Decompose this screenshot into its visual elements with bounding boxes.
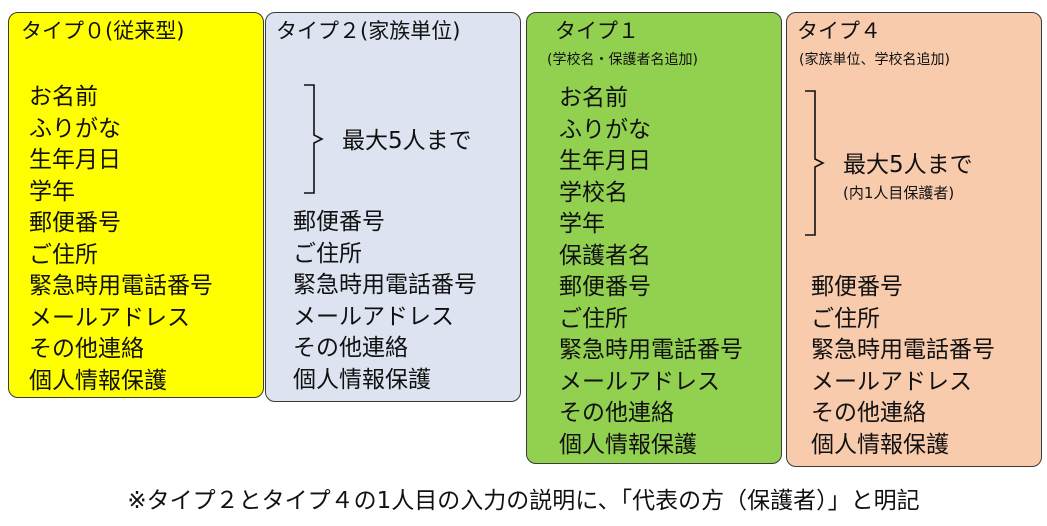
list-item: 緊急時用電話番号 bbox=[559, 337, 743, 363]
list-item: 緊急時用電話番号 bbox=[293, 272, 477, 298]
type4-brace-sub: (内1人目保護者) bbox=[843, 184, 955, 202]
type4-panel: タイプ４ (家族単位、学校名追加) 最大5人まで (内1人目保護者) 郵便番号 … bbox=[786, 12, 1042, 467]
brace-icon bbox=[805, 90, 825, 236]
list-item: お名前 bbox=[559, 85, 628, 111]
type4-title: タイプ４ bbox=[797, 19, 881, 43]
type2-brace-label: 最大5人まで bbox=[342, 128, 472, 154]
type2-title: タイプ２(家族単位) bbox=[276, 19, 461, 43]
list-item: 緊急時用電話番号 bbox=[29, 273, 213, 299]
list-item: ご住所 bbox=[559, 305, 628, 332]
list-item: 緊急時用電話番号 bbox=[811, 337, 995, 363]
list-item: 郵便番号 bbox=[29, 210, 121, 236]
type0-items: お名前 ふりがな 生年月日 学年 郵便番号 ご住所 緊急時用電話番号 メールアド… bbox=[29, 82, 213, 397]
type0-panel: タイプ０(従来型) お名前 ふりがな 生年月日 学年 郵便番号 ご住所 緊急時用… bbox=[8, 12, 264, 398]
type2-items: 郵便番号 ご住所 緊急時用電話番号 メールアドレス その他連絡 個人情報保護 bbox=[293, 207, 477, 396]
type1-subtitle: (学校名・保護者名追加) bbox=[547, 52, 698, 68]
list-item: メールアドレス bbox=[29, 304, 190, 331]
footnote: ※タイプ２とタイプ４の1人目の入力の説明に、「代表の方（保護者）」と明記 bbox=[127, 488, 920, 514]
list-item: ふりがな bbox=[559, 116, 651, 143]
list-item: その他連絡 bbox=[29, 336, 144, 362]
list-item: 保護者名 bbox=[559, 242, 651, 269]
type4-brace-label: 最大5人まで bbox=[843, 152, 973, 178]
list-item: メールアドレス bbox=[559, 368, 720, 395]
list-item: 個人情報保護 bbox=[293, 366, 431, 393]
list-item: メールアドレス bbox=[293, 303, 454, 330]
list-item: 個人情報保護 bbox=[811, 431, 949, 458]
type1-items: お名前 ふりがな 生年月日 学校名 学年 保護者名 郵便番号 ご住所 緊急時用電… bbox=[559, 83, 743, 461]
list-item: お名前 bbox=[29, 84, 98, 110]
list-item: その他連絡 bbox=[811, 400, 926, 426]
list-item: メールアドレス bbox=[811, 368, 972, 395]
list-item: ふりがな bbox=[29, 115, 121, 142]
list-item: 個人情報保護 bbox=[559, 431, 697, 458]
list-item: 郵便番号 bbox=[293, 209, 385, 235]
list-item: ご住所 bbox=[29, 241, 98, 268]
type1-title: タイプ１ bbox=[555, 19, 639, 43]
list-item: 学校名 bbox=[559, 179, 628, 206]
type0-title: タイプ０(従来型) bbox=[21, 19, 185, 43]
brace-icon bbox=[304, 84, 324, 194]
list-item: 学年 bbox=[29, 178, 75, 205]
list-item: その他連絡 bbox=[293, 335, 408, 361]
list-item: その他連絡 bbox=[559, 400, 674, 426]
list-item: ご住所 bbox=[811, 305, 880, 332]
list-item: 生年月日 bbox=[29, 147, 121, 173]
list-item: ご住所 bbox=[293, 240, 362, 267]
list-item: 郵便番号 bbox=[559, 274, 651, 300]
type1-panel: タイプ１ (学校名・保護者名追加) お名前 ふりがな 生年月日 学校名 学年 保… bbox=[526, 12, 782, 464]
type4-subtitle: (家族単位、学校名追加) bbox=[799, 52, 950, 68]
type2-panel: タイプ２(家族単位) 最大5人まで 郵便番号 ご住所 緊急時用電話番号 メールア… bbox=[265, 12, 521, 402]
list-item: 生年月日 bbox=[559, 148, 651, 174]
list-item: 個人情報保護 bbox=[29, 367, 167, 394]
list-item: 学年 bbox=[559, 211, 605, 237]
list-item: 郵便番号 bbox=[811, 274, 903, 300]
type4-items: 郵便番号 ご住所 緊急時用電話番号 メールアドレス その他連絡 個人情報保護 bbox=[811, 272, 995, 461]
